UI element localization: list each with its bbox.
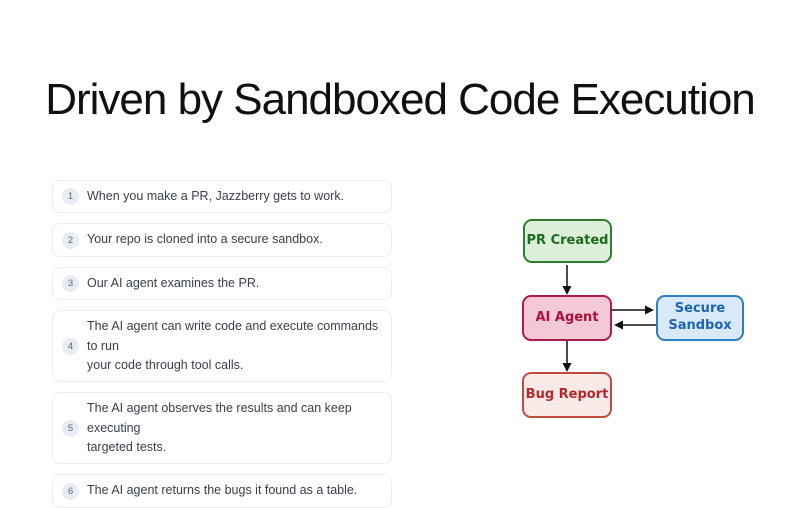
list-item: 2 Your repo is cloned into a secure sand… [52, 223, 392, 257]
arrow-pr-created-to-ai-agent [562, 265, 572, 295]
arrow-ai-agent-to-bug-report [562, 341, 572, 372]
flowchart: PR Created AI Agent Secure Sandbox Bug R… [490, 200, 780, 435]
flow-node-secure-sandbox: Secure Sandbox [656, 295, 744, 341]
list-item: 6 The AI agent returns the bugs it found… [52, 474, 392, 508]
flow-node-bug-report: Bug Report [522, 372, 612, 418]
list-item: 3 Our AI agent examines the PR. [52, 266, 392, 301]
step-text: When you make a PR, Jazzberry gets to wo… [87, 189, 345, 203]
step-text: The AI agent returns the bugs it found a… [87, 483, 358, 498]
arrow-ai-agent-to-secure-sandbox [612, 305, 654, 315]
flowchart-arrows [562, 265, 656, 372]
step-text: Our AI agent examines the PR. [87, 275, 260, 290]
steps-list: 1 When you make a PR, Jazzberry gets to … [52, 180, 392, 508]
step-text: The AI agent can write code and execute … [87, 319, 379, 372]
step-text: The AI agent observes the results and ca… [87, 401, 352, 454]
list-item: 4 The AI agent can write code and execut… [52, 310, 392, 383]
list-item: 1 When you make a PR, Jazzberry gets to … [52, 180, 392, 214]
arrow-secure-sandbox-to-ai-agent [614, 320, 656, 330]
step-number-badge: 2 [62, 231, 79, 249]
flow-node-pr-created: PR Created [523, 219, 612, 263]
page-title: Driven by Sandboxed Code Execution [45, 75, 756, 124]
step-number-badge: 3 [62, 274, 79, 292]
step-number-badge: 1 [62, 188, 79, 206]
step-number-badge: 6 [62, 482, 79, 500]
step-text: Your repo is cloned into a secure sandbo… [87, 232, 323, 247]
flow-node-ai-agent: AI Agent [522, 295, 612, 341]
list-item: 5 The AI agent observes the results and … [52, 392, 392, 465]
step-number-badge: 5 [62, 419, 79, 437]
step-number-badge: 4 [62, 337, 79, 355]
